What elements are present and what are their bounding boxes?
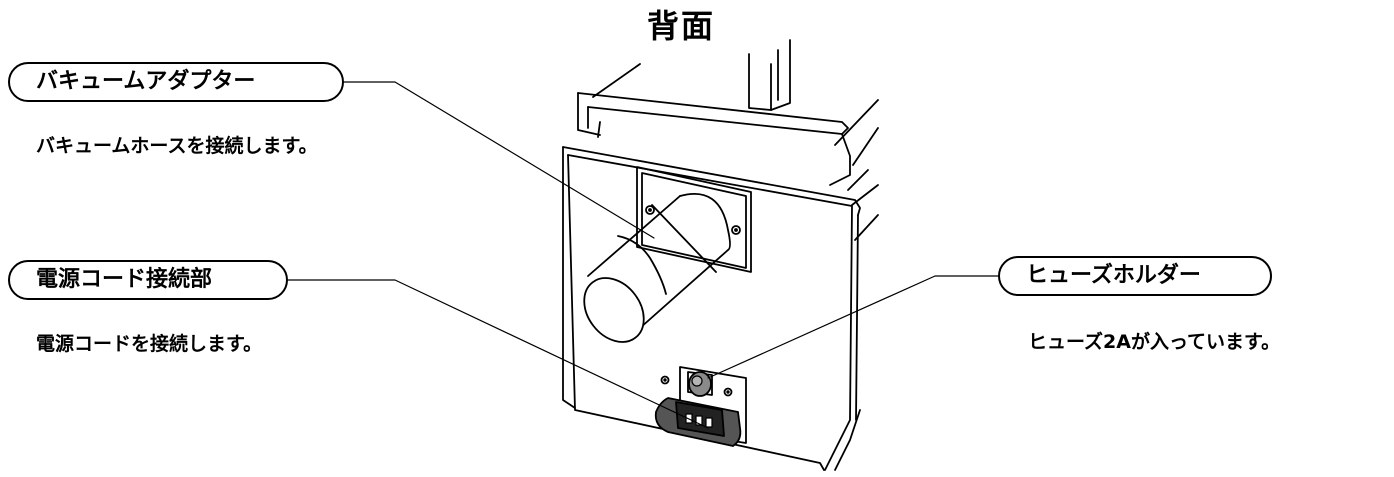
leader-vacuum-adapter [343, 81, 655, 239]
power-connector-description: 電源コードを接続します。 [36, 333, 263, 355]
fuse-holder-description: ヒューズ2Aが入っています。 [1028, 331, 1281, 353]
leader-power-connector [287, 279, 709, 429]
upright-post [748, 39, 791, 111]
page-title: 背面 [647, 7, 716, 45]
leader-fuse-holder [707, 275, 999, 379]
fuse-holder-label: ヒューズホルダー [998, 256, 1272, 296]
vacuum-adapter-drawing [583, 166, 752, 343]
vacuum-adapter-description: バキュームホースを接続します。 [36, 135, 318, 157]
leader-lines [287, 81, 999, 429]
tray-outline [577, 63, 879, 191]
power-module-drawing [654, 366, 747, 447]
power-connector-label: 電源コード接続部 [8, 260, 288, 300]
vacuum-adapter-label: バキュームアダプター [8, 62, 344, 102]
